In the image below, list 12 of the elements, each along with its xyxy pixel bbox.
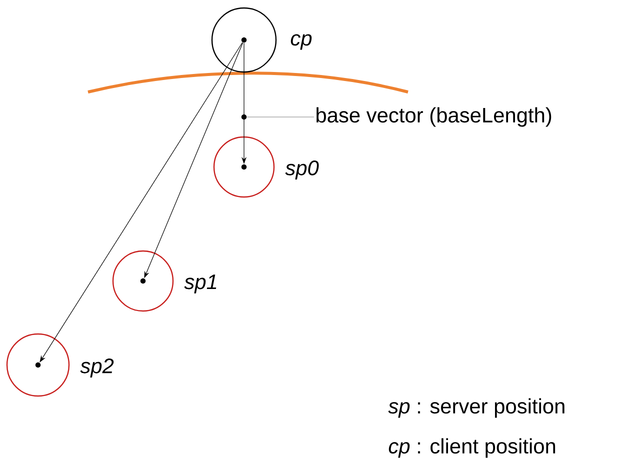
- node-label: sp2: [80, 358, 114, 378]
- legend-text: sp : server position: [388, 398, 564, 418]
- leader-line: [246, 116, 314, 118]
- position-circle: [112, 250, 174, 312]
- position-circle: [6, 333, 70, 397]
- position-circle: [211, 7, 277, 73]
- legend-text: cp : client position: [388, 438, 556, 458]
- node-label: sp1: [184, 274, 216, 294]
- annotation-text: base vector (baseLength): [316, 107, 552, 127]
- node-label: sp0: [285, 160, 319, 180]
- node-label: cp: [290, 34, 312, 50]
- position-circle: [213, 136, 275, 198]
